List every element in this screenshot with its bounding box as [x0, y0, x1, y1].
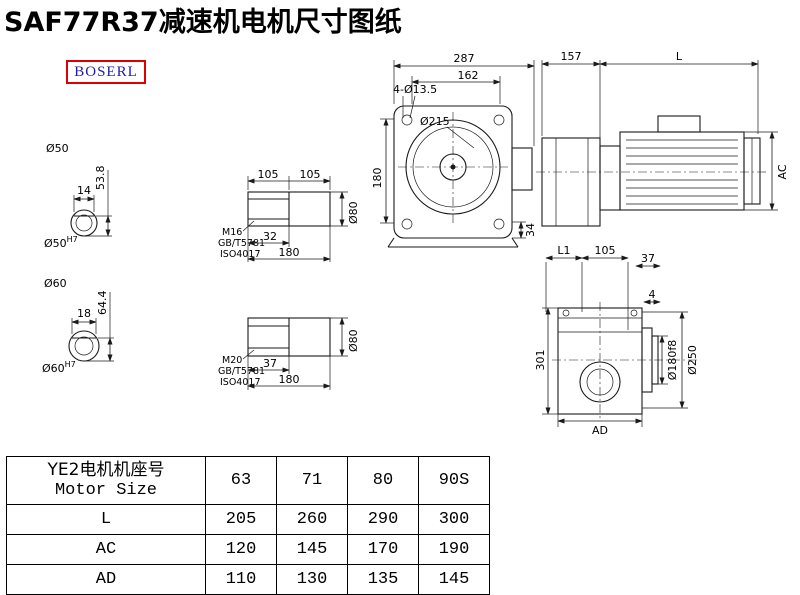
gearbox-front-view: 287 162 4-Ø13.5 Ø215 180 34 — [371, 52, 537, 248]
dim-key-width-60: 18 — [77, 307, 91, 320]
shaft-circle-50 — [70, 209, 98, 237]
dim-AD: AD — [592, 424, 608, 437]
dim-dia80-top: Ø80 — [347, 201, 360, 224]
shaft-end-view-50: Ø50 14 53.8 Ø50H7 — [44, 142, 112, 250]
dim-height-180: 180 — [371, 168, 384, 189]
dim-dia-50: Ø50 — [46, 142, 69, 155]
boserl-logo: BOSERL — [66, 60, 146, 84]
table-cell: 290 — [347, 504, 419, 535]
fit-label-60: Ø60H7 — [42, 360, 76, 375]
dim-dia80-bottom: Ø80 — [347, 329, 360, 352]
dim-4: 4 — [649, 288, 656, 301]
shaft-stub — [511, 147, 533, 191]
dim-height-60: 64.4 — [96, 291, 109, 316]
size-col-71: 71 — [276, 456, 348, 505]
motor-side-view: 157 L AC — [536, 50, 789, 227]
motor-body — [619, 131, 745, 211]
table-row-L: L 205 260 290 300 — [6, 504, 490, 535]
table-cell: 300 — [418, 504, 490, 535]
size-col-80: 80 — [347, 456, 419, 505]
shaft-side-view-bottom: M20 GB/T5781 ISO4017 37 180 Ø80 — [218, 317, 360, 390]
dim-key-width-50: 14 — [77, 184, 91, 197]
fit-label-50: Ø50H7 — [44, 235, 78, 250]
dim-total-top: 180 — [279, 246, 300, 259]
dim-105: 105 — [595, 244, 616, 257]
dim-L: L — [676, 50, 683, 63]
std-iso-bottom: ISO4017 — [220, 377, 261, 388]
dim-key-len-bottom: 37 — [263, 357, 277, 370]
page-title: SAF77R37减速机电机尺寸图纸 — [4, 7, 402, 38]
table-cell: 205 — [205, 504, 277, 535]
std-gb-top: GB/T5781 — [218, 238, 265, 249]
dim-dia-60: Ø60 — [44, 277, 67, 290]
dim-holes: 4-Ø13.5 — [393, 83, 437, 96]
header-en: Motor Size — [54, 480, 158, 500]
dim-dia180: Ø180f8 — [666, 340, 679, 381]
table-cell: 145 — [418, 564, 490, 595]
size-col-90s: 90S — [418, 456, 490, 505]
table-cell: 190 — [418, 534, 490, 565]
std-gb-bottom: GB/T5781 — [218, 366, 265, 377]
dim-key-len-top: 32 — [263, 230, 277, 243]
table-cell: 145 — [276, 534, 348, 565]
motor-size-table: YE2电机机座号 Motor Size 63 71 80 90S L 205 2… — [6, 456, 490, 595]
dim-seg1: 105 — [258, 168, 279, 181]
table-cell: 135 — [347, 564, 419, 595]
shaft-circle-60 — [68, 330, 100, 362]
dim-seg2: 105 — [300, 168, 321, 181]
table-cell: 120 — [205, 534, 277, 565]
adapter-flange — [599, 145, 621, 211]
terminal-box — [657, 115, 701, 133]
thread-label-m20: M20 — [222, 355, 242, 366]
dim-overall-width: 287 — [454, 52, 475, 65]
motor-size-header-cell: YE2电机机座号 Motor Size — [6, 456, 206, 505]
table-cell: 170 — [347, 534, 419, 565]
row-label-AD: AD — [6, 564, 206, 595]
dim-dia250: Ø250 — [686, 345, 699, 375]
dim-37: 37 — [641, 252, 655, 265]
reducer-body — [541, 137, 601, 227]
header-cn: YE2电机机座号 — [47, 459, 165, 480]
dim-L1: L1 — [557, 244, 570, 257]
thread-label-m16: M16 — [222, 227, 242, 238]
size-col-63: 63 — [205, 456, 277, 505]
dimension-drawing: Ø50 14 53.8 Ø50H7 Ø60 18 64.4 Ø60H7 — [42, 50, 789, 437]
table-row-AC: AC 120 145 170 190 — [6, 534, 490, 565]
table-row-AD: AD 110 130 135 145 — [6, 564, 490, 595]
output-flange-view: L1 105 37 4 Ø180f8 Ø250 301 AD — [534, 244, 700, 437]
table-header-row: YE2电机机座号 Motor Size 63 71 80 90S — [6, 456, 490, 505]
dim-157: 157 — [561, 50, 582, 63]
shaft-end-view-60: Ø60 18 64.4 Ø60H7 — [42, 277, 114, 375]
dim-foot-34: 34 — [524, 223, 537, 237]
table-cell: 260 — [276, 504, 348, 535]
dim-flange-dia: Ø215 — [420, 115, 450, 128]
dim-total-bottom: 180 — [279, 373, 300, 386]
table-cell: 130 — [276, 564, 348, 595]
row-label-AC: AC — [6, 534, 206, 565]
shaft-side-view-top: 105 105 M16 GB/T5781 ISO4017 32 180 Ø80 — [218, 168, 360, 262]
row-label-L: L — [6, 504, 206, 535]
dim-301: 301 — [534, 350, 547, 371]
dim-flange-width: 162 — [458, 69, 479, 82]
dim-AC: AC — [776, 164, 789, 179]
dim-height-50: 53.8 — [94, 166, 107, 191]
table-cell: 110 — [205, 564, 277, 595]
std-iso-top: ISO4017 — [220, 249, 261, 260]
boserl-logo-text: BOSERL — [74, 63, 138, 80]
